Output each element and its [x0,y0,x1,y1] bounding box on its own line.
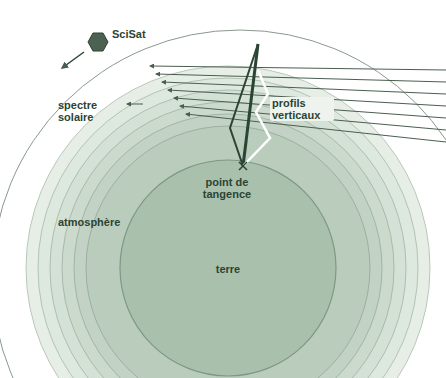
tangent-mark [239,162,247,170]
profile-line [243,70,270,166]
orbit-line [0,30,446,378]
profile-line [230,44,258,166]
solar-rays [150,66,446,142]
earth-disk [120,160,336,376]
satellite-node: SciSat [86,28,158,56]
tangent-label: point de tangence [196,176,258,200]
node-label: SciSat [112,28,146,40]
node-label: atmosphère [58,216,120,228]
satellite-icon [88,33,108,51]
profile-line [243,44,258,166]
motion-arrow [62,52,84,68]
spectrum-arrow [127,104,143,105]
node-label: terre [216,263,240,275]
spectrum-label: spectre solaire [58,99,128,123]
profile-label: profils verticaux [270,97,334,121]
